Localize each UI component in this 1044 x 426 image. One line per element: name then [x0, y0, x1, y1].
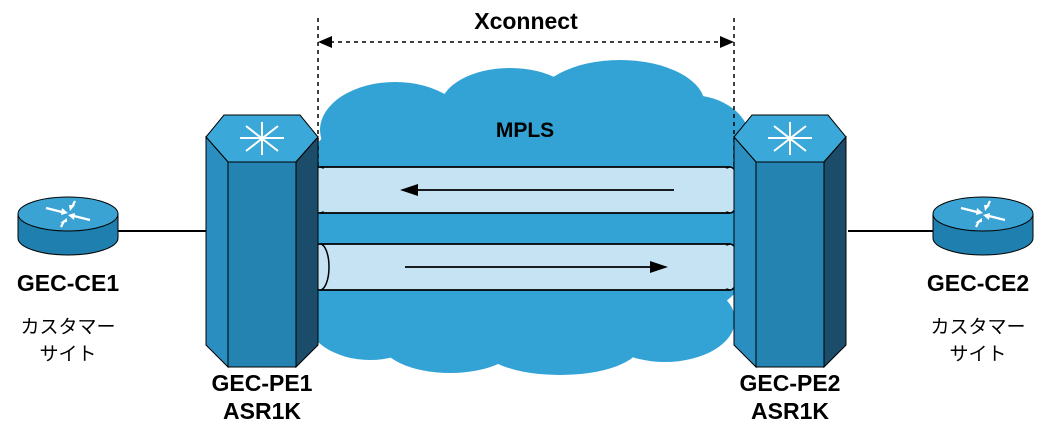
ce1-site-line1: カスタマー	[20, 316, 116, 338]
pe1-model: ASR1K	[223, 398, 301, 424]
pe1-name: GEC-PE1	[211, 370, 313, 396]
ce1-router-icon	[17, 196, 119, 256]
pe2-switch-icon	[733, 114, 847, 369]
ce2-site-line1: カスタマー	[930, 316, 1026, 338]
mpls-label: MPLS	[495, 119, 555, 142]
pe2-name: GEC-PE2	[739, 370, 841, 396]
mpls-cloud	[300, 60, 760, 375]
ce1-name: GEC-CE1	[16, 270, 120, 296]
xconnect-arrowhead-left	[318, 36, 332, 48]
pe2-model: ASR1K	[751, 398, 829, 424]
pseudowire-tunnel-lower	[310, 243, 740, 291]
xconnect-arrowhead-right	[720, 36, 734, 48]
ce2-name: GEC-CE2	[926, 270, 1030, 296]
ce1-site-line2: サイト	[39, 343, 97, 365]
ce2-router-icon	[932, 196, 1034, 256]
xconnect-label: Xconnect	[474, 8, 578, 34]
pe1-switch-icon	[205, 114, 319, 369]
pseudowire-tunnel-upper	[310, 166, 740, 214]
ce2-site-line2: サイト	[949, 343, 1007, 365]
